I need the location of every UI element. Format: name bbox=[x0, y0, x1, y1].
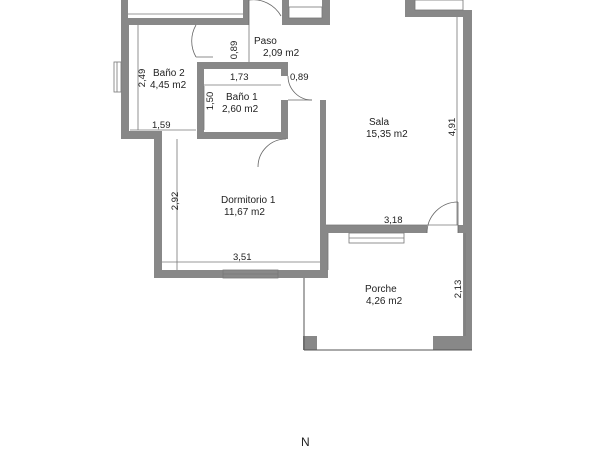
room-bano2-area: 4,45 m2 bbox=[150, 80, 187, 91]
dim-bano2-height: 2,49 bbox=[137, 69, 148, 88]
room-dorm1-area: 11,67 m2 bbox=[224, 207, 265, 218]
wall-left-outer bbox=[121, 18, 129, 136]
wall-top-left bbox=[121, 0, 128, 20]
dimension-labels: 0,89 0,89 2,49 1,59 1,73 1,50 4,91 3,18 … bbox=[137, 41, 464, 299]
dim-sala-width: 3,18 bbox=[384, 215, 403, 226]
door-bano2 bbox=[191, 24, 197, 58]
dim-porche-height: 2,13 bbox=[453, 280, 464, 299]
room-sala-area: 15,35 m2 bbox=[366, 129, 408, 140]
porche-post-right bbox=[433, 336, 472, 350]
wall-top-closet bbox=[322, 0, 330, 25]
room-paso-area: 2,09 m2 bbox=[263, 48, 300, 59]
door-porche bbox=[426, 201, 459, 234]
wall-bano1-left bbox=[197, 62, 204, 139]
dim-paso-width: 0,89 bbox=[229, 41, 240, 60]
thin-lines bbox=[113, 0, 472, 351]
room-bano1-area: 2,60 m2 bbox=[222, 104, 259, 115]
room-porche-area: 4,26 m2 bbox=[366, 296, 403, 307]
wall-top-stub bbox=[243, 0, 249, 25]
door-top bbox=[249, 0, 282, 17]
room-porche-name: Porche bbox=[365, 284, 397, 295]
wall-sala-bottom bbox=[320, 225, 427, 233]
dim-bano1-width: 1,73 bbox=[230, 72, 249, 83]
wall-right-outer bbox=[463, 10, 472, 350]
wall-top-mid bbox=[282, 0, 289, 25]
wall-top-mid-run bbox=[282, 18, 330, 25]
wall-dorm-right bbox=[320, 225, 328, 278]
porche-post-left bbox=[303, 336, 317, 350]
north-label: N bbox=[301, 435, 310, 449]
dim-bano1-height: 1,50 bbox=[205, 92, 216, 111]
dim-paso-lower: 0,89 bbox=[290, 72, 309, 83]
doors bbox=[191, 0, 459, 234]
wall-bano1-bottom bbox=[197, 132, 286, 139]
dim-dorm1-height: 2,92 bbox=[170, 192, 181, 211]
wall-bano2-bottom bbox=[121, 131, 161, 139]
window-bano2 bbox=[113, 61, 122, 93]
wall-bano1-top bbox=[197, 62, 282, 69]
dim-dorm1-width: 3,51 bbox=[233, 252, 252, 263]
room-labels: Paso 2,09 m2 Baño 2 4,45 m2 Baño 1 2,60 … bbox=[150, 36, 408, 307]
wall-bano1-right-top bbox=[281, 62, 288, 76]
room-paso-name: Paso bbox=[254, 36, 277, 47]
wall-top-run bbox=[121, 18, 249, 25]
wall-dorm-left bbox=[154, 131, 162, 277]
dim-bano2-width: 1,59 bbox=[152, 120, 171, 131]
wall-top-right bbox=[405, 0, 415, 16]
wall-bano1-right bbox=[281, 100, 288, 139]
room-bano2-name: Baño 2 bbox=[153, 68, 185, 79]
room-dorm1-name: Dormitorio 1 bbox=[221, 195, 276, 206]
wall-dorm-right-upper bbox=[320, 100, 326, 225]
room-bano1-name: Baño 1 bbox=[226, 92, 258, 103]
dim-sala-height: 4,91 bbox=[447, 118, 458, 137]
wall-top-right-run bbox=[405, 10, 470, 17]
room-sala-name: Sala bbox=[369, 117, 389, 128]
door-dorm bbox=[257, 138, 287, 168]
